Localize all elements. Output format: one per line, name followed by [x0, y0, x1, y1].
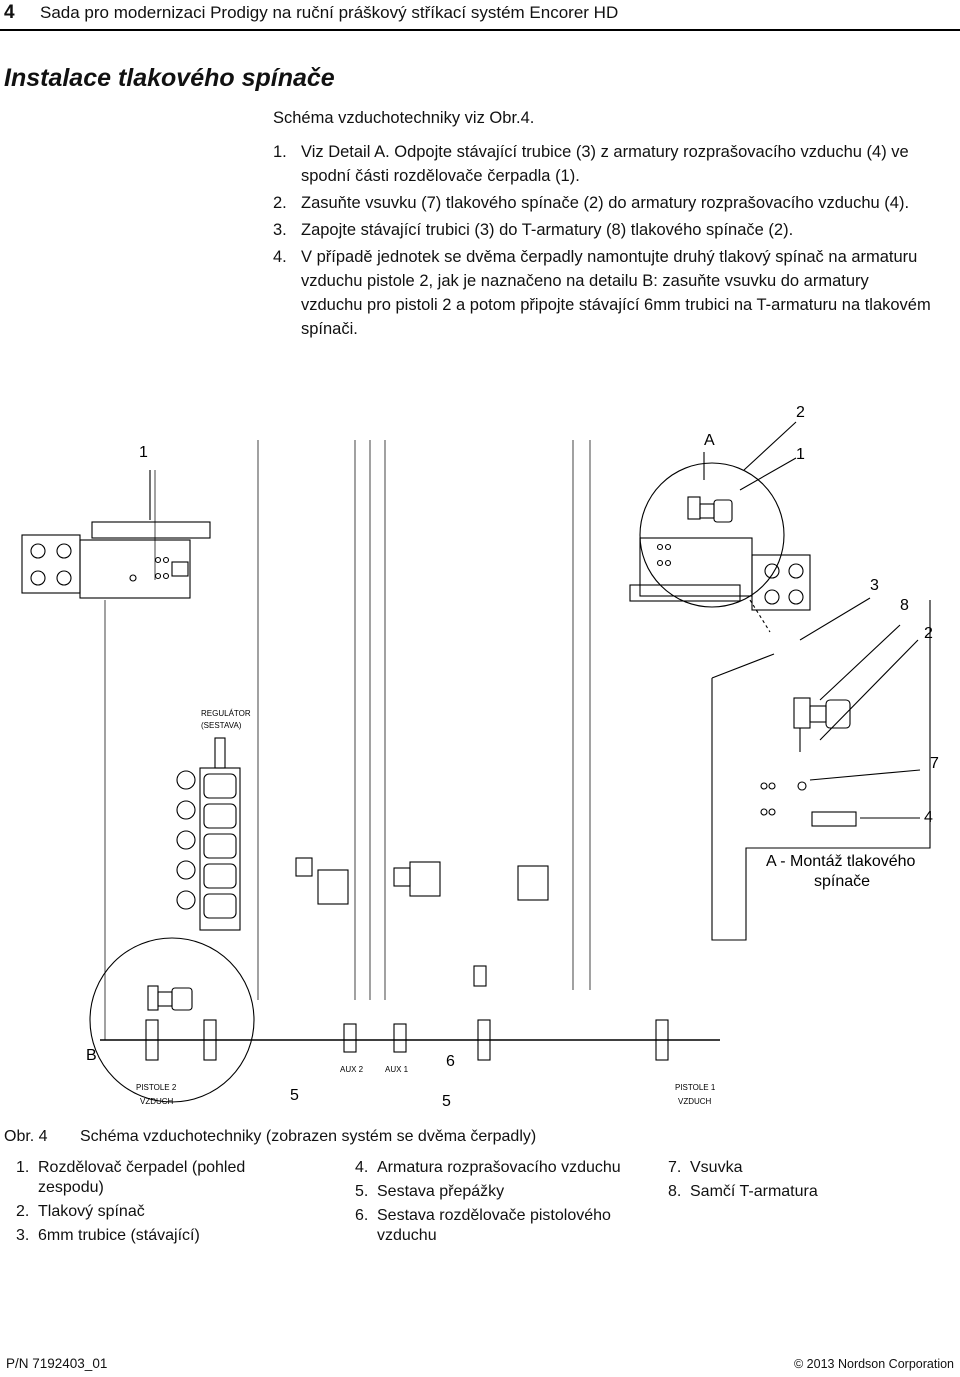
callout-8: 8 — [900, 597, 909, 614]
callout-4: 4 — [924, 809, 933, 826]
valve-blocks — [295, 857, 549, 905]
header-title: Sada pro modernizaci Prodigy na ruční pr… — [40, 3, 619, 22]
legend-item: 1. Rozdělovač čerpadel (pohled zespodu) — [16, 1158, 276, 1198]
legend-number: 8. — [668, 1183, 682, 1200]
callout-7: 7 — [930, 755, 939, 772]
header-rule — [0, 29, 960, 31]
legend-number: 5. — [355, 1183, 369, 1200]
pressure-switch-a — [687, 496, 733, 523]
legend-number: 6. — [355, 1207, 369, 1224]
callout-3: 3 — [870, 577, 879, 594]
step-number: 1. — [273, 143, 287, 161]
legend-item: 5. Sestava přepážky — [355, 1182, 655, 1202]
legend-number: 1. — [16, 1159, 30, 1176]
legend-item: 4. Armatura rozprašovacího vzduchu — [355, 1158, 655, 1178]
detail-a-caption: A - Montáž tlakového — [766, 853, 916, 870]
regulator-sublabel: (SESTAVA) — [201, 721, 242, 730]
page-number: 4 — [4, 2, 15, 23]
step-text: Zapojte stávající trubici (3) do T-armat… — [301, 221, 794, 239]
legend-col-3: 7. Vsuvka 8. Samčí T-armatura — [668, 1158, 948, 1206]
legend-number: 3. — [16, 1227, 30, 1244]
legend-item: 2. Tlakový spínač — [16, 1202, 276, 1222]
step-text: V případě jednotek se dvěma čerpadly nam… — [301, 248, 931, 338]
step-number: 4. — [273, 248, 287, 266]
legend-item: 8. Samčí T-armatura — [668, 1182, 948, 1202]
step-item: 3. Zapojte stávající trubici (3) do T-arm… — [273, 218, 933, 242]
legend-text: Rozdělovač čerpadel (pohled zespodu) — [38, 1159, 246, 1196]
legend-text: 6mm trubice (stávající) — [38, 1227, 200, 1244]
pistole1-label: PISTOLE 1 — [675, 1083, 716, 1092]
bulkhead-fittings — [145, 965, 669, 1061]
pressure-switch-b — [147, 985, 193, 1011]
legend-text: Sestava přepážky — [377, 1183, 505, 1200]
leader-lines — [149, 421, 921, 819]
figure-number: Obr. 4 — [4, 1128, 48, 1145]
copyright: © 2013 Nordson Corporation — [794, 1357, 954, 1371]
callout-5-mid: 5 — [442, 1093, 451, 1110]
callout-2-top: 2 — [796, 404, 805, 421]
tube-lines — [104, 440, 591, 1040]
page-header: 4 Sada pro modernizaci Prodigy na ruční … — [0, 0, 960, 31]
legend-text: Armatura rozprašovacího vzduchu — [377, 1159, 621, 1176]
instructions: Schéma vzduchotechniky viz Obr.4. 1. Viz … — [273, 106, 933, 344]
step-item: 2. Zasuňte vsuvku (7) tlakového spínače (… — [273, 191, 933, 215]
pistole2-air-label: VZDUCH — [140, 1097, 174, 1106]
legend-text: Sestava rozdělovače pistolového vzduchu — [377, 1207, 611, 1244]
pneumatic-diagram: 1 A 2 1 3 8 2 7 4 B 5 6 5 REGULÁTOR (SES… — [21, 404, 939, 1110]
callout-5-left: 5 — [290, 1087, 299, 1104]
detail-a-box — [711, 600, 931, 941]
intro-text: Schéma vzduchotechniky viz Obr.4. — [273, 109, 535, 127]
regulator-assembly — [176, 737, 241, 931]
callout-2-right: 2 — [924, 625, 933, 642]
step-text: Zasuňte vsuvku (7) tlakového spínače (2)… — [301, 194, 910, 212]
callout-1-left: 1 — [139, 444, 148, 461]
legend-item: 6. Sestava rozdělovače pistolového vzduch… — [355, 1206, 655, 1246]
legend-item: 7. Vsuvka — [668, 1158, 948, 1178]
legend-col-1: 1. Rozdělovač čerpadel (pohled zespodu) 2… — [16, 1158, 276, 1250]
callout-b: B — [86, 1047, 97, 1064]
legend-text: Tlakový spínač — [38, 1203, 145, 1220]
legend-number: 7. — [668, 1159, 682, 1176]
steps-list: 1. Viz Detail A. Odpojte stávající trubic… — [273, 140, 933, 341]
legend-text: Samčí T-armatura — [690, 1183, 818, 1200]
legend-number: 2. — [16, 1203, 30, 1220]
pistole1-air-label: VZDUCH — [678, 1097, 712, 1106]
detail-b-circle — [89, 937, 255, 1103]
legend-text: Vsuvka — [690, 1159, 743, 1176]
pistole2-label: PISTOLE 2 — [136, 1083, 177, 1092]
aux1-label: AUX 1 — [385, 1065, 409, 1074]
step-number: 2. — [273, 194, 287, 212]
legend-number: 4. — [355, 1159, 369, 1176]
callout-6: 6 — [446, 1053, 455, 1070]
section-title: Instalace tlakového spínače — [4, 64, 335, 92]
figure-caption: Schéma vzduchotechniky (zobrazen systém … — [80, 1128, 537, 1145]
part-number: P/N 7192403_01 — [6, 1356, 108, 1371]
regulator-label: REGULÁTOR — [201, 709, 251, 718]
left-pump-manifold — [21, 521, 211, 599]
legend-col-2: 4. Armatura rozprašovacího vzduchu 5. Sest… — [355, 1158, 655, 1250]
legend-item: 3. 6mm trubice (stávající) — [16, 1226, 276, 1246]
detail-a-caption-2: spínače — [814, 873, 870, 890]
aux2-label: AUX 2 — [340, 1065, 364, 1074]
step-item: 4. V případě jednotek se dvěma čerpadly n… — [273, 245, 933, 341]
callout-a: A — [704, 432, 715, 449]
detail-a-circle — [639, 462, 785, 608]
step-item: 1. Viz Detail A. Odpojte stávající trubic… — [273, 140, 933, 188]
step-text: Viz Detail A. Odpojte stávající trubice … — [301, 143, 909, 185]
callout-1-right: 1 — [796, 446, 805, 463]
step-number: 3. — [273, 221, 287, 239]
